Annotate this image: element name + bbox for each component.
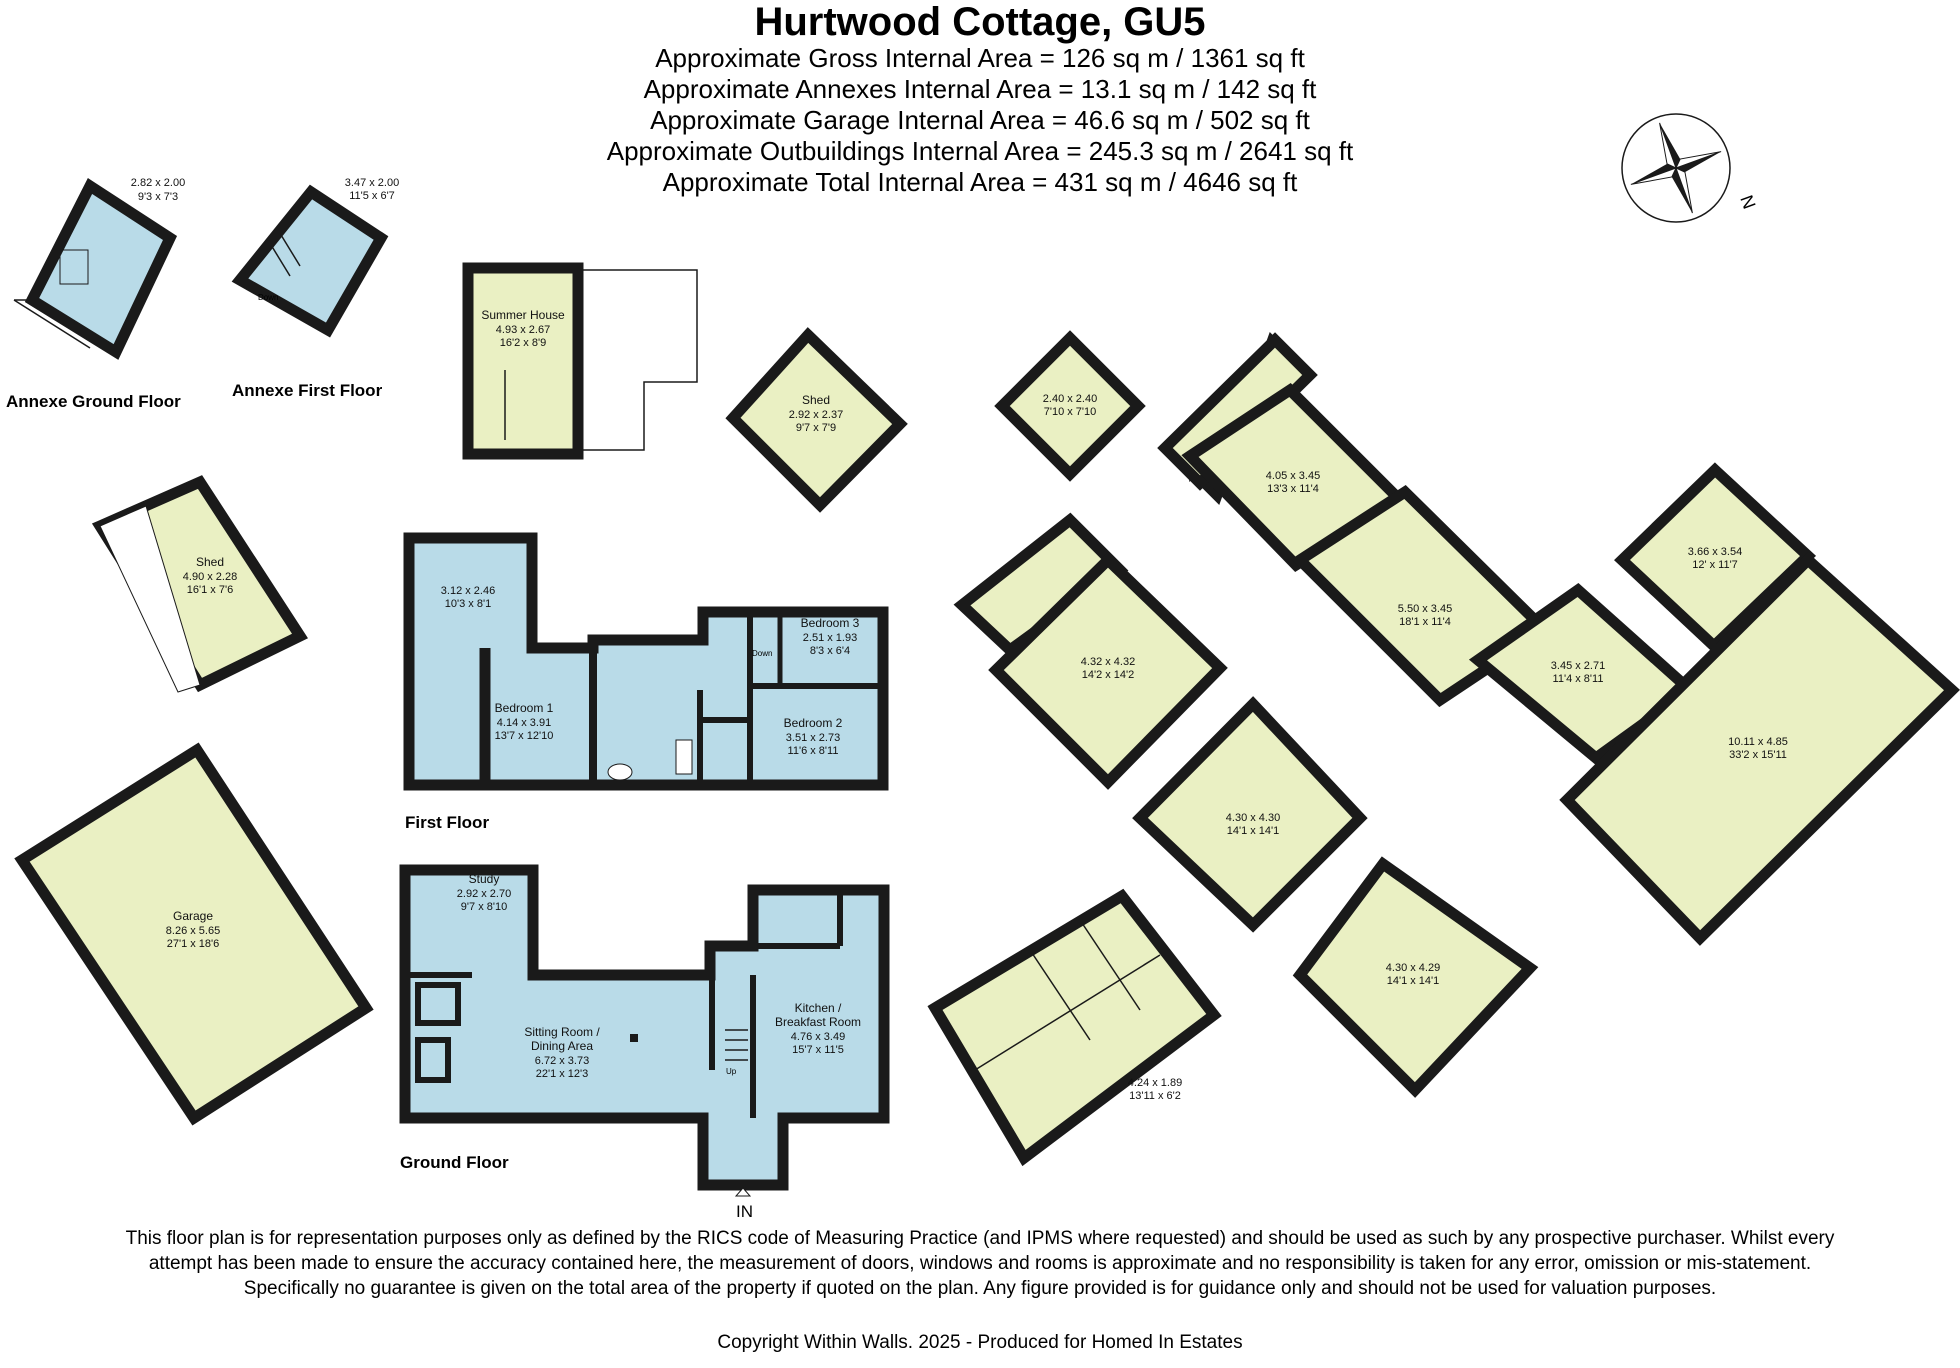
ground-floor-plan: Up Study 2.92 x 2.70 9'7 x 8'10 Sitting … [399, 864, 890, 1197]
first-floor-label: First Floor [405, 813, 490, 832]
kitchen-metric: 4.76 x 3.49 [791, 1031, 845, 1043]
out-a-imperial: 13'3 x 11'4 [1267, 483, 1319, 495]
copyright-text: Copyright Within Walls. 2025 - Produced … [717, 1332, 1243, 1353]
out-i-metric: 4.24 x 1.89 [1128, 1077, 1182, 1089]
ground-floor-label: Ground Floor [400, 1153, 509, 1172]
study-imperial: 9'7 x 8'10 [461, 901, 507, 913]
study-metric: 2.92 x 2.70 [457, 888, 511, 900]
outbuilding-i: 4.24 x 1.89 13'11 x 6'2 [927, 888, 1222, 1167]
out-d-metric: 3.45 x 2.71 [1551, 660, 1605, 672]
shed-2: Shed 4.90 x 2.28 16'1 x 7'6 [91, 475, 308, 693]
ff-down-label: Down [752, 649, 772, 658]
out-g-metric: 4.30 x 4.30 [1226, 812, 1280, 824]
outbuilding-small: 2.40 x 2.40 7'10 x 7'10 [994, 330, 1146, 482]
annexe-f-down-label: Down [258, 293, 278, 302]
kitchen-name: Kitchen / [795, 1001, 842, 1015]
bedroom1-imperial: 13'7 x 12'10 [495, 730, 554, 742]
entry-label: IN [736, 1202, 753, 1221]
summer-house-metric: 4.93 x 2.67 [496, 324, 550, 336]
out-e-metric: 10.11 x 4.85 [1728, 736, 1788, 748]
garage-name: Garage [173, 909, 213, 923]
annexe-ground-floor: 2.82 x 2.00 9'3 x 7'3 [13, 177, 185, 360]
out-b-imperial: 18'1 x 11'4 [1399, 616, 1451, 628]
bedroom1-metric: 4.14 x 3.91 [497, 717, 551, 729]
annexe-f-metric: 3.47 x 2.00 [345, 177, 399, 189]
out-h-metric: 4.30 x 4.29 [1386, 962, 1440, 974]
out-d-imperial: 11'4 x 8'11 [1553, 673, 1604, 685]
out-small-metric: 2.40 x 2.40 [1043, 393, 1097, 405]
garage-metric: 8.26 x 5.65 [166, 925, 220, 937]
outbuildings-area-line: Approximate Outbuildings Internal Area =… [606, 136, 1354, 166]
out-i-imperial: 13'11 x 6'2 [1129, 1090, 1181, 1102]
outbuilding-g: 4.30 x 4.30 14'1 x 14'1 [1132, 696, 1368, 933]
compass-north-label: N [1736, 193, 1759, 212]
first-floor-plan: Down 3.12 x 2.46 10'3 x 8'1 Bedroom 1 4.… [403, 532, 889, 791]
shed2-imperial: 16'1 x 7'6 [187, 584, 233, 596]
gross-area-line: Approximate Gross Internal Area = 126 sq… [655, 43, 1305, 73]
annexe-first-floor: Down 3.47 x 2.00 11'5 x 6'7 [231, 177, 399, 338]
sitting-room-imperial: 22'1 x 12'3 [536, 1068, 589, 1080]
out-h-imperial: 14'1 x 14'1 [1387, 975, 1440, 987]
compass-rose-icon [1621, 113, 1731, 223]
shed1-name: Shed [802, 393, 830, 407]
out-g-imperial: 14'1 x 14'1 [1227, 825, 1280, 837]
bedroom1-name: Bedroom 1 [495, 701, 554, 715]
bedroom2-imperial: 11'6 x 8'11 [788, 745, 839, 757]
bedroom3-name: Bedroom 3 [801, 616, 860, 630]
outbuilding-row-ab: 4.05 x 3.45 13'3 x 11'4 5.50 x 3.45 18'1… [1157, 331, 1554, 708]
annexe-first-floor-label: Annexe First Floor [232, 381, 383, 400]
summer-house-imperial: 16'2 x 8'9 [500, 337, 546, 349]
garage-imperial: 27'1 x 18'6 [167, 938, 220, 950]
bedroom2-metric: 3.51 x 2.73 [786, 732, 840, 744]
annexe-g-imperial: 9'3 x 7'3 [138, 191, 178, 203]
garage: Garage 8.26 x 5.65 27'1 x 18'6 [14, 742, 374, 1126]
ff-room-imperial: 10'3 x 8'1 [445, 598, 491, 610]
sitting-room-name-line2: Dining Area [531, 1039, 593, 1053]
outbuilding-group-cde: 3.66 x 3.54 12' x 11'7 3.45 x 2.71 11'4 … [1468, 462, 1960, 946]
outbuilding-h: 4.30 x 4.29 14'1 x 14'1 [1292, 856, 1539, 1098]
sitting-room-metric: 6.72 x 3.73 [535, 1055, 589, 1067]
sitting-room-name: Sitting Room / [524, 1025, 600, 1039]
out-a-metric: 4.05 x 3.45 [1266, 470, 1320, 482]
annexe-g-metric: 2.82 x 2.00 [131, 177, 185, 189]
annexe-area-line: Approximate Annexes Internal Area = 13.1… [643, 74, 1317, 104]
bedroom2-name: Bedroom 2 [784, 716, 843, 730]
kitchen-name-line2: Breakfast Room [775, 1015, 861, 1029]
out-f-imperial: 14'2 x 14'2 [1082, 669, 1135, 681]
study-name: Study [469, 872, 500, 886]
out-small-imperial: 7'10 x 7'10 [1044, 406, 1097, 418]
outbuilding-f: 4.32 x 4.32 14'2 x 14'2 [953, 512, 1228, 790]
ff-room-metric: 3.12 x 2.46 [441, 585, 495, 597]
disclaimer-text: This floor plan is for representation pu… [125, 1228, 1835, 1299]
out-e-imperial: 33'2 x 15'11 [1729, 749, 1787, 761]
shed1-imperial: 9'7 x 7'9 [796, 422, 836, 434]
out-b-metric: 5.50 x 3.45 [1398, 603, 1452, 615]
summer-house-name: Summer House [481, 308, 565, 322]
shed2-metric: 4.90 x 2.28 [183, 571, 237, 583]
annexe-ground-floor-label: Annexe Ground Floor [6, 392, 181, 411]
garage-area-line: Approximate Garage Internal Area = 46.6 … [650, 105, 1310, 135]
out-c-metric: 3.66 x 3.54 [1688, 546, 1742, 558]
kitchen-imperial: 15'7 x 11'5 [792, 1044, 844, 1056]
shed2-name: Shed [196, 555, 224, 569]
out-f-metric: 4.32 x 4.32 [1081, 656, 1135, 668]
annexe-f-imperial: 11'5 x 6'7 [349, 190, 395, 202]
shed-1: Shed 2.92 x 2.37 9'7 x 7'9 [725, 327, 908, 513]
out-c-imperial: 12' x 11'7 [1692, 559, 1738, 571]
total-area-line: Approximate Total Internal Area = 431 sq… [662, 167, 1298, 197]
bedroom3-imperial: 8'3 x 6'4 [810, 645, 850, 657]
plan-title: Hurtwood Cottage, GU5 [754, 0, 1206, 44]
summer-house: Summer House 4.93 x 2.67 16'2 x 8'9 [462, 262, 698, 460]
entry-arrow-icon [734, 1187, 752, 1197]
gf-up-label: Up [726, 1067, 737, 1076]
bedroom3-metric: 2.51 x 1.93 [803, 632, 857, 644]
shed1-metric: 2.92 x 2.37 [789, 409, 843, 421]
